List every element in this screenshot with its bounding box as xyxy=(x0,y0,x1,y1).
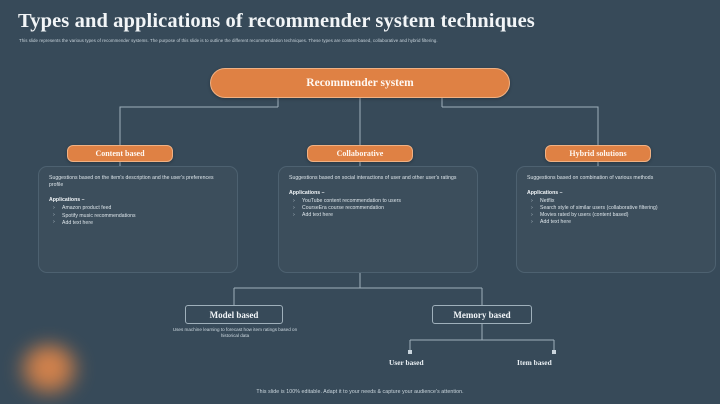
node-model-based[interactable]: Model based xyxy=(185,305,283,324)
applications-list: Amazon product feed Spotify music recomm… xyxy=(49,205,228,226)
node-collaborative[interactable]: Collaborative xyxy=(307,145,413,162)
applications-label: Applications – xyxy=(49,197,85,204)
card-hybrid-solutions: Suggestions based on combination of vari… xyxy=(516,166,716,273)
node-memory-based[interactable]: Memory based xyxy=(432,305,532,324)
card-collaborative: Suggestions based on social interactions… xyxy=(278,166,478,273)
model-based-note: Uses machine learning to forecast how it… xyxy=(172,327,298,339)
list-item: Spotify music recommendations xyxy=(49,212,228,220)
list-item: Add text here xyxy=(49,219,228,227)
slide-header: Types and applications of recommender sy… xyxy=(0,0,720,52)
node-label: Content based xyxy=(95,149,145,158)
node-label: Collaborative xyxy=(336,149,384,158)
list-item: Search style of similar users (collabora… xyxy=(527,205,706,212)
node-label: Model based xyxy=(209,309,259,320)
node-label: Hybrid solutions xyxy=(569,149,627,158)
page-subtitle: This slide represents the various types … xyxy=(19,38,438,43)
list-item: Add text here xyxy=(289,212,468,219)
node-hybrid-solutions[interactable]: Hybrid solutions xyxy=(545,145,651,162)
node-user-based[interactable]: User based xyxy=(389,358,424,367)
applications-label: Applications – xyxy=(527,190,563,197)
node-recommender-system[interactable]: Recommender system xyxy=(210,68,510,98)
applications-label: Applications – xyxy=(289,190,325,197)
node-item-based[interactable]: Item based xyxy=(517,358,552,367)
card-content-based: Suggestions based on the item's descript… xyxy=(38,166,238,273)
applications-list: Netflix Search style of similar users (c… xyxy=(527,198,706,226)
slide-footer: This slide is 100% editable. Adapt it to… xyxy=(256,389,464,395)
list-item: Movies rated by users (content based) xyxy=(527,212,706,219)
list-item: YouTube content recommendation to users xyxy=(289,198,468,205)
node-content-based[interactable]: Content based xyxy=(67,145,173,162)
node-label: Recommender system xyxy=(306,77,414,89)
card-description: Suggestions based on combination of vari… xyxy=(527,175,654,181)
page-title: Types and applications of recommender sy… xyxy=(18,10,535,32)
list-item: Amazon product feed xyxy=(49,205,228,212)
node-label: Memory based xyxy=(453,309,511,320)
card-description: Suggestions based on social interactions… xyxy=(289,175,457,181)
card-description: Suggestions based on the item's descript… xyxy=(49,175,214,189)
list-item: Netflix xyxy=(527,198,706,205)
list-item: Add text here xyxy=(527,219,706,226)
list-item: CourseEra course recommendation xyxy=(289,205,468,212)
applications-list: YouTube content recommendation to users … xyxy=(289,198,468,219)
